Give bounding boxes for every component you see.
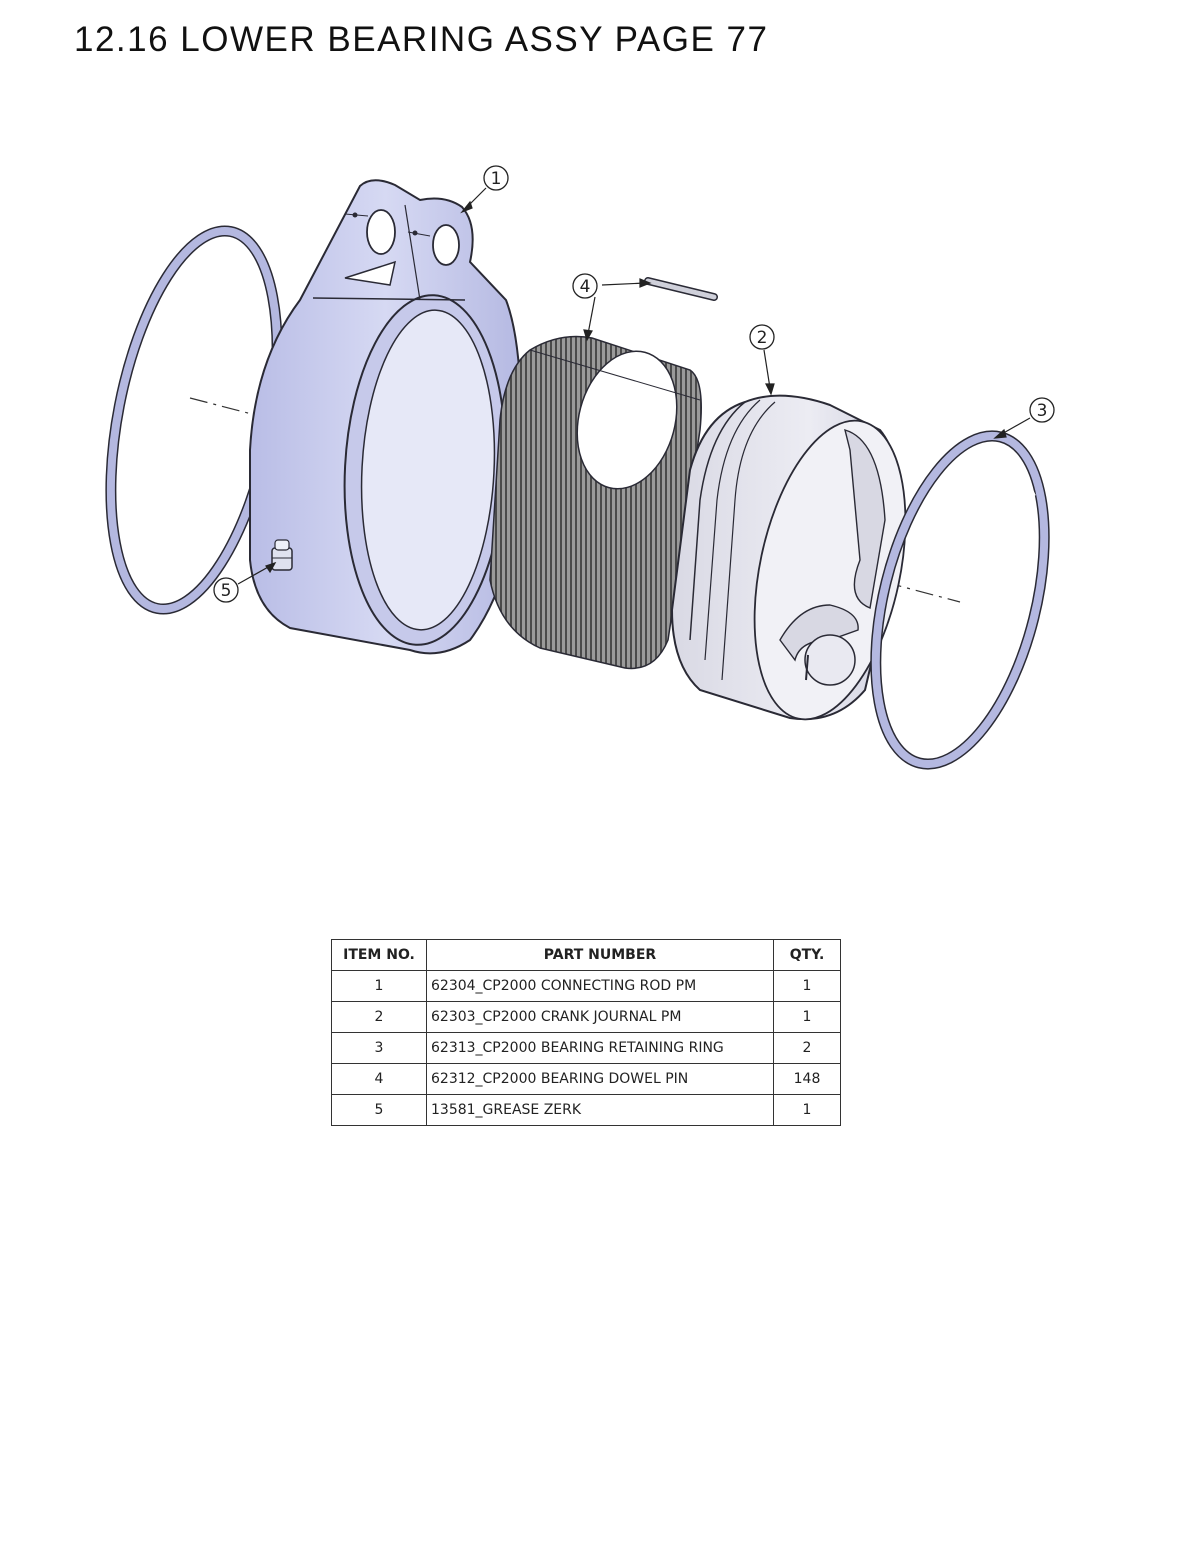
svg-text:3: 3: [1037, 401, 1048, 421]
callout-5: 5: [213, 577, 239, 603]
callout-1: 1: [483, 165, 509, 191]
connecting-rod: [249, 179, 523, 655]
callout-3: 3: [1029, 397, 1055, 423]
header-item-no: ITEM NO.: [331, 939, 427, 971]
qty-cell: 1: [773, 1094, 841, 1126]
header-part-number: PART NUMBER: [426, 939, 774, 971]
part-number-cell: 62304_CP2000 CONNECTING ROD PM: [426, 970, 774, 1002]
exploded-assembly-diagram: 1 4 2 3 5: [105, 165, 1055, 770]
item-no-cell: 5: [331, 1094, 427, 1126]
bill-of-materials-table: ITEM NO. PART NUMBER QTY. 1 62304_CP2000…: [331, 939, 841, 1126]
qty-cell: 1: [773, 970, 841, 1002]
callout-4: 4: [572, 273, 598, 299]
item-no-cell: 1: [331, 970, 427, 1002]
part-number-cell: 62312_CP2000 BEARING DOWEL PIN: [426, 1063, 774, 1095]
svg-text:2: 2: [757, 328, 768, 348]
crank-journal: [670, 394, 907, 721]
part-number-cell: 62313_CP2000 BEARING RETAINING RING: [426, 1032, 774, 1064]
item-no-cell: 4: [331, 1063, 427, 1095]
table-row: 2 62303_CP2000 CRANK JOURNAL PM 1: [331, 1001, 841, 1033]
table-row: 1 62304_CP2000 CONNECTING ROD PM 1: [331, 970, 841, 1002]
callout-leaders: [237, 187, 1031, 585]
header-qty: QTY.: [773, 939, 841, 971]
callout-2: 2: [749, 324, 775, 350]
table-header-row: ITEM NO. PART NUMBER QTY.: [331, 939, 841, 971]
grease-zerk: [271, 539, 293, 571]
part-number-cell: 62303_CP2000 CRANK JOURNAL PM: [426, 1001, 774, 1033]
table-row: 3 62313_CP2000 BEARING RETAINING RING 2: [331, 1032, 841, 1064]
qty-cell: 1: [773, 1001, 841, 1033]
table-row: 4 62312_CP2000 BEARING DOWEL PIN 148: [331, 1063, 841, 1095]
svg-text:1: 1: [491, 169, 502, 189]
item-no-cell: 2: [331, 1001, 427, 1033]
needle-roller-bearing: [489, 335, 702, 670]
qty-cell: 2: [773, 1032, 841, 1064]
part-number-cell: 13581_GREASE ZERK: [426, 1094, 774, 1126]
item-no-cell: 3: [331, 1032, 427, 1064]
page-title: 12.16 LOWER BEARING ASSY PAGE 77: [74, 20, 769, 59]
qty-cell: 148: [773, 1063, 841, 1095]
svg-text:4: 4: [580, 277, 591, 297]
table-row: 5 13581_GREASE ZERK 1: [331, 1094, 841, 1126]
svg-text:5: 5: [221, 581, 232, 601]
dowel-pin: [644, 277, 718, 301]
